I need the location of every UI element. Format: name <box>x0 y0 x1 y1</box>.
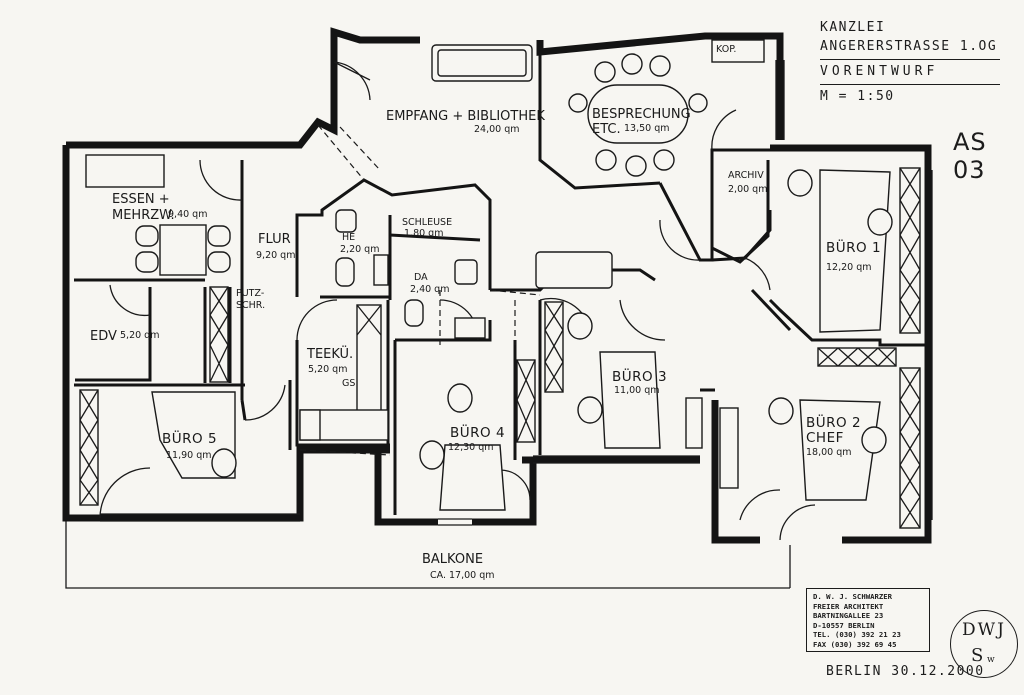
room-labels: EMPFANG + BIBLIOTHEK 24,00 qm BESPRECHUN… <box>90 44 881 581</box>
stamp-line-5: TEL. (030) 392 21 23 <box>813 630 901 640</box>
room-putz-name2: SCHR. <box>236 300 265 311</box>
date-line: BERLIN 30.12.2000 <box>826 664 985 679</box>
seal-letter: S <box>971 645 984 666</box>
interior-walls <box>74 52 928 515</box>
room-essen-name2: MEHRZW. <box>112 208 175 223</box>
title-scale: M = 1:50 <box>820 89 895 104</box>
seal-initials: DWJ <box>962 620 1006 640</box>
room-buero5-area: 11,90 qm <box>166 450 212 461</box>
stamp-line-1: D. W. J. SCHWARZER <box>813 592 893 601</box>
room-besprechung-name: BESPRECHUNG <box>592 107 691 122</box>
room-buero4-name: BÜRO 4 <box>450 423 505 441</box>
title-rule-top <box>820 59 1000 60</box>
room-he-name: HE <box>342 232 355 243</box>
sheet-code: AS 03 <box>953 128 987 184</box>
room-putz-name: PUTZ- <box>236 288 264 299</box>
stamp-line-4: D-10557 BERLIN <box>813 620 875 630</box>
room-essen-area: 9,40 qm <box>168 209 207 220</box>
room-essen-name: ESSEN + <box>112 192 170 207</box>
room-buero1-area: 12,20 qm <box>826 262 872 273</box>
door-swings <box>99 61 816 541</box>
room-da-name: DA <box>414 272 428 283</box>
room-schleuse-area: 1,80 qm <box>404 228 443 239</box>
room-buero4-area: 12,30 qm <box>448 442 494 453</box>
room-da-area: 2,40 qm <box>410 284 449 295</box>
room-buero2-name: BÜRO 2 <box>806 413 861 431</box>
stamp-line-3: BARTNINGALLEE 23 <box>813 611 884 621</box>
title-block: KANZLEI ANGERERSTRASSE 1.OG VORENTWURF M… <box>820 18 1010 106</box>
room-buero2-area: 18,00 qm <box>806 447 852 458</box>
room-teekueche-name: TEEKÜ. <box>306 345 353 362</box>
room-flur-name: FLUR <box>258 232 291 247</box>
room-edv-name: EDV <box>90 329 117 344</box>
room-buero2-name2: CHEF <box>806 430 844 446</box>
room-archiv-name: ARCHIV <box>728 170 764 181</box>
room-teekueche-area: 5,20 qm <box>308 364 347 375</box>
room-flur-area: 9,20 qm <box>256 250 295 261</box>
title-line-2: ANGERERSTRASSE 1.OG <box>820 39 998 54</box>
room-buero1-name: BÜRO 1 <box>826 238 881 256</box>
room-edv-area: 5,20 qm <box>120 330 159 341</box>
dashed-lines <box>299 124 541 456</box>
room-empfang-area: 24,00 qm <box>474 124 520 135</box>
room-besprechung-name2: ETC. <box>592 122 621 137</box>
room-buero5-name: BÜRO 5 <box>162 429 217 447</box>
seal-small: w <box>987 655 995 665</box>
stamp-line-6: FAX (030) 392 69 45 <box>813 639 897 649</box>
windows <box>100 60 933 526</box>
room-besprechung-area: 13,50 qm <box>624 123 670 134</box>
room-he-area: 2,20 qm <box>340 244 379 255</box>
room-balkone-name: BALKONE <box>422 552 483 567</box>
architect-stamp: D. W. J. SCHWARZER FREIER ARCHITEKT BART… <box>806 588 930 652</box>
room-kop-name: KOP. <box>716 44 736 55</box>
title-line-1: KANZLEI <box>820 20 886 35</box>
room-teekueche-note: GS <box>342 378 355 389</box>
room-empfang-name: EMPFANG + BIBLIOTHEK <box>386 109 545 124</box>
room-balkone-area: CA. 17,00 qm <box>430 570 495 581</box>
architect-seal: DWJ S w <box>950 610 1018 678</box>
title-line-3: VORENTWURF <box>820 64 939 79</box>
room-buero3-name: BÜRO 3 <box>612 367 667 385</box>
balcony-outline <box>65 518 791 589</box>
title-rule-bottom <box>820 84 1000 85</box>
stamp-line-2: FREIER ARCHITEKT <box>813 601 884 611</box>
furniture <box>79 39 921 529</box>
shelves <box>79 167 921 529</box>
room-buero3-area: 11,00 qm <box>614 385 660 396</box>
room-archiv-area: 2,00 qm <box>728 184 767 195</box>
room-schleuse-name: SCHLEUSE <box>402 217 452 228</box>
